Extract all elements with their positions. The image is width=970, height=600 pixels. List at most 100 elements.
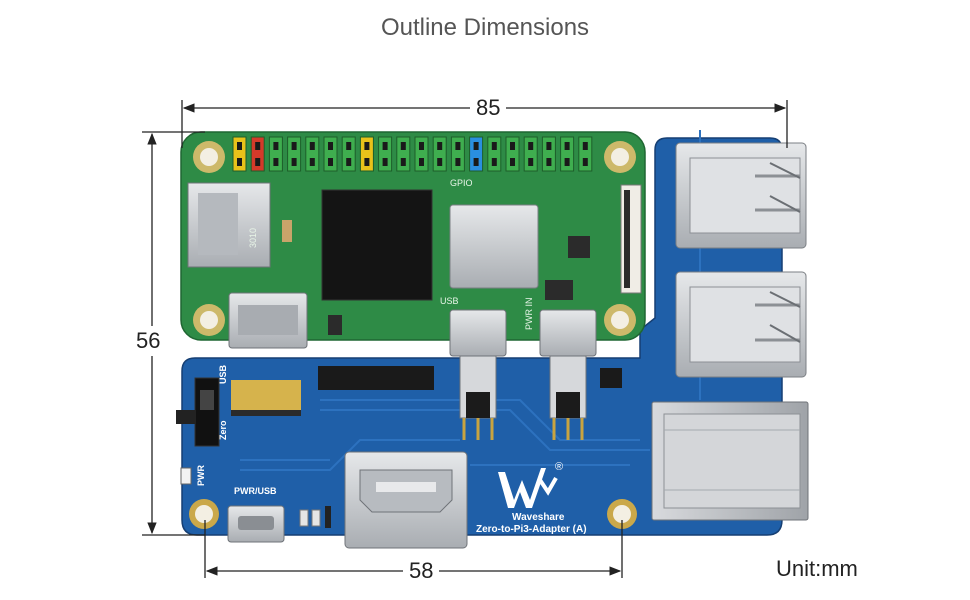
gpio-pin-tip (546, 158, 552, 166)
gpio-pin (469, 136, 484, 172)
gpio-pin-tip (437, 158, 443, 166)
mounting-hole (604, 304, 636, 336)
ethernet-port (651, 401, 809, 521)
smd-component (311, 509, 321, 527)
gpio-pin-tip (237, 158, 242, 166)
gpio-pin-tip (455, 142, 461, 150)
gpio-pin-tip (400, 142, 406, 150)
gpio-pin-tip (528, 142, 534, 150)
gpio-pin-tip (510, 142, 515, 150)
smd-component (299, 509, 309, 527)
gpio-pin-tip (346, 158, 352, 166)
wifi-shield (449, 204, 539, 289)
waveshare-logo (498, 468, 558, 508)
mini-hdmi-port (228, 292, 308, 349)
gpio-pin-tip (437, 142, 443, 150)
pwr-label: PWR (196, 465, 206, 486)
gpio-pin (505, 136, 520, 172)
gpio-pin-tip (564, 158, 570, 166)
gpio-pin (287, 136, 302, 172)
gpio-pin-tip (237, 142, 242, 150)
gpio-pin-tip (564, 142, 570, 150)
gpio-pin-tip (473, 158, 479, 166)
gpio-pin-tip (328, 158, 333, 166)
gpio-pin-tip (546, 142, 552, 150)
page-title: Outline Dimensions (380, 14, 590, 41)
gpio-pin-tip (419, 158, 424, 166)
adapter-pin-header (318, 366, 434, 390)
gpio-pin (341, 136, 356, 172)
gpio-pin-tip (455, 158, 461, 166)
gpio-pin (578, 136, 593, 172)
gpio-pin-tip (364, 142, 370, 150)
gpio-pin-tip (273, 158, 279, 166)
unit-label: Unit:mm (776, 556, 858, 581)
gpio-pin-tip (364, 158, 370, 166)
crystal (282, 220, 292, 242)
gpio-pin (523, 136, 538, 172)
pwr-in-label: PWR IN (524, 298, 534, 331)
gpio-pin-tip (510, 158, 515, 166)
usb-zero-switch (176, 377, 220, 447)
mounting-hole (607, 499, 637, 529)
gpio-pin (268, 136, 283, 172)
gpio-pin-tip (291, 158, 297, 166)
power-in-plug (539, 309, 597, 440)
gpio-pin (414, 136, 429, 172)
gpio-pin-tip (419, 142, 424, 150)
gpio-pin-tip (491, 158, 497, 166)
gpio-label: GPIO (450, 178, 473, 188)
gpio-pin-tip (346, 142, 352, 150)
gpio-pin (396, 136, 411, 172)
gpio-pin-tip (473, 142, 479, 150)
usb-a-port (675, 142, 807, 249)
gpio-pin-tip (382, 142, 388, 150)
smd-component (545, 280, 573, 300)
dimension-56-label: 56 (134, 326, 163, 356)
gpio-pin (560, 136, 575, 172)
gpio-pin (305, 136, 320, 172)
gpio-pin-tip (309, 158, 315, 166)
gpio-pin (378, 136, 393, 172)
gpio-pin-tip (400, 158, 406, 166)
smd-component (568, 236, 590, 258)
gpio-pin-tip (582, 142, 588, 150)
hdmi-port (344, 451, 468, 549)
usb-a-port (675, 271, 807, 378)
gpio-pin-tip (528, 158, 534, 166)
gpio-pin (450, 136, 465, 172)
gpio-pin (250, 136, 265, 172)
gpio-pin-tip (309, 142, 315, 150)
gpio-pin-tip (491, 142, 497, 150)
mounting-hole (604, 141, 636, 173)
gpio-pin-tip (255, 142, 261, 150)
pwr-usb-label: PWR/USB (234, 486, 277, 496)
gpio-pin-tip (328, 142, 333, 150)
fpc-connector (231, 380, 301, 416)
camera-connector (620, 184, 642, 294)
gpio-pin (432, 136, 447, 172)
gpio-pin (359, 136, 374, 172)
mounting-hole (193, 304, 225, 336)
brand-label: Waveshare (512, 512, 565, 523)
gpio-pin-tip (291, 142, 297, 150)
registered-mark: ® (555, 461, 563, 473)
smd-component (328, 315, 342, 335)
gpio-pin (323, 136, 338, 172)
smd-component (325, 506, 331, 528)
usb-label: USB (440, 296, 459, 306)
gpio-header (232, 136, 593, 172)
zero-label: Zero (218, 420, 228, 440)
soc-chip (321, 189, 433, 301)
mounting-hole (193, 141, 225, 173)
pwr-led (180, 467, 192, 485)
chip-code: 3010 (248, 228, 258, 248)
gpio-pin-tip (382, 158, 388, 166)
gpio-pin (232, 136, 247, 172)
dimension-85-label: 85 (470, 95, 507, 121)
gpio-pin-tip (255, 158, 261, 166)
usb-side-label: USB (218, 364, 228, 384)
gpio-pin (541, 136, 556, 172)
mounting-hole (189, 499, 219, 529)
